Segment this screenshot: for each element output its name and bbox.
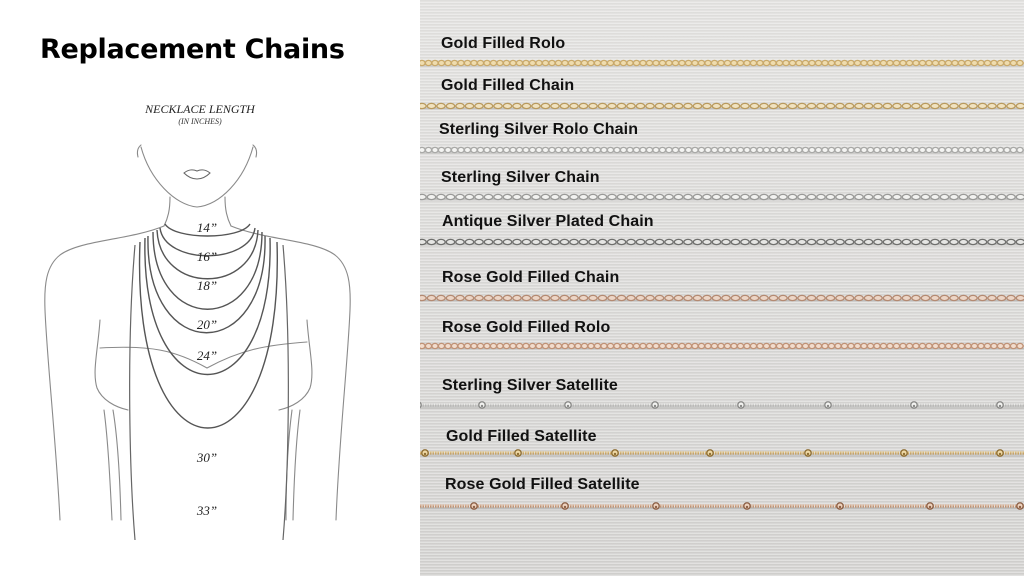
chain-sample-image bbox=[420, 342, 1024, 350]
chain-label: Antique Silver Plated Chain bbox=[442, 213, 654, 230]
length-label: 14” bbox=[196, 220, 218, 235]
length-label: 16” bbox=[196, 249, 218, 264]
length-label: 33” bbox=[196, 503, 218, 518]
chain-label: Rose Gold Filled Chain bbox=[442, 269, 620, 286]
length-label: 18” bbox=[196, 278, 218, 293]
chain-sample-image bbox=[420, 502, 1024, 510]
length-label: 30” bbox=[196, 450, 218, 465]
chain-label: Sterling Silver Satellite bbox=[442, 377, 618, 394]
length-label: 20” bbox=[196, 317, 218, 332]
chain-label: Rose Gold Filled Satellite bbox=[445, 476, 640, 493]
diagram-title: NECKLACE LENGTH bbox=[145, 102, 255, 116]
chain-label: Sterling Silver Chain bbox=[441, 169, 600, 186]
chain-sample-image bbox=[420, 238, 1024, 246]
chain-sample-image bbox=[420, 294, 1024, 302]
length-label: 24” bbox=[196, 348, 218, 363]
chain-label: Gold Filled Chain bbox=[441, 77, 575, 94]
necklace-length-panel: Replacement Chains bbox=[0, 0, 420, 576]
chain-sample-image bbox=[420, 146, 1024, 154]
chain-sample-image bbox=[420, 59, 1024, 67]
chain-label: Gold Filled Satellite bbox=[446, 428, 597, 445]
chain-sample-image bbox=[420, 401, 1024, 409]
chain-label: Rose Gold Filled Rolo bbox=[442, 319, 611, 336]
chain-label: Sterling Silver Rolo Chain bbox=[439, 121, 639, 138]
diagram-subtitle: (IN INCHES) bbox=[178, 117, 222, 126]
necklace-length-diagram bbox=[44, 144, 351, 541]
chain-sample-image bbox=[420, 102, 1024, 110]
chain-sample-image bbox=[420, 193, 1024, 201]
page-title: Replacement Chains bbox=[40, 34, 345, 65]
chain-sample-image bbox=[420, 449, 1024, 457]
chain-label: Gold Filled Rolo bbox=[441, 35, 566, 52]
